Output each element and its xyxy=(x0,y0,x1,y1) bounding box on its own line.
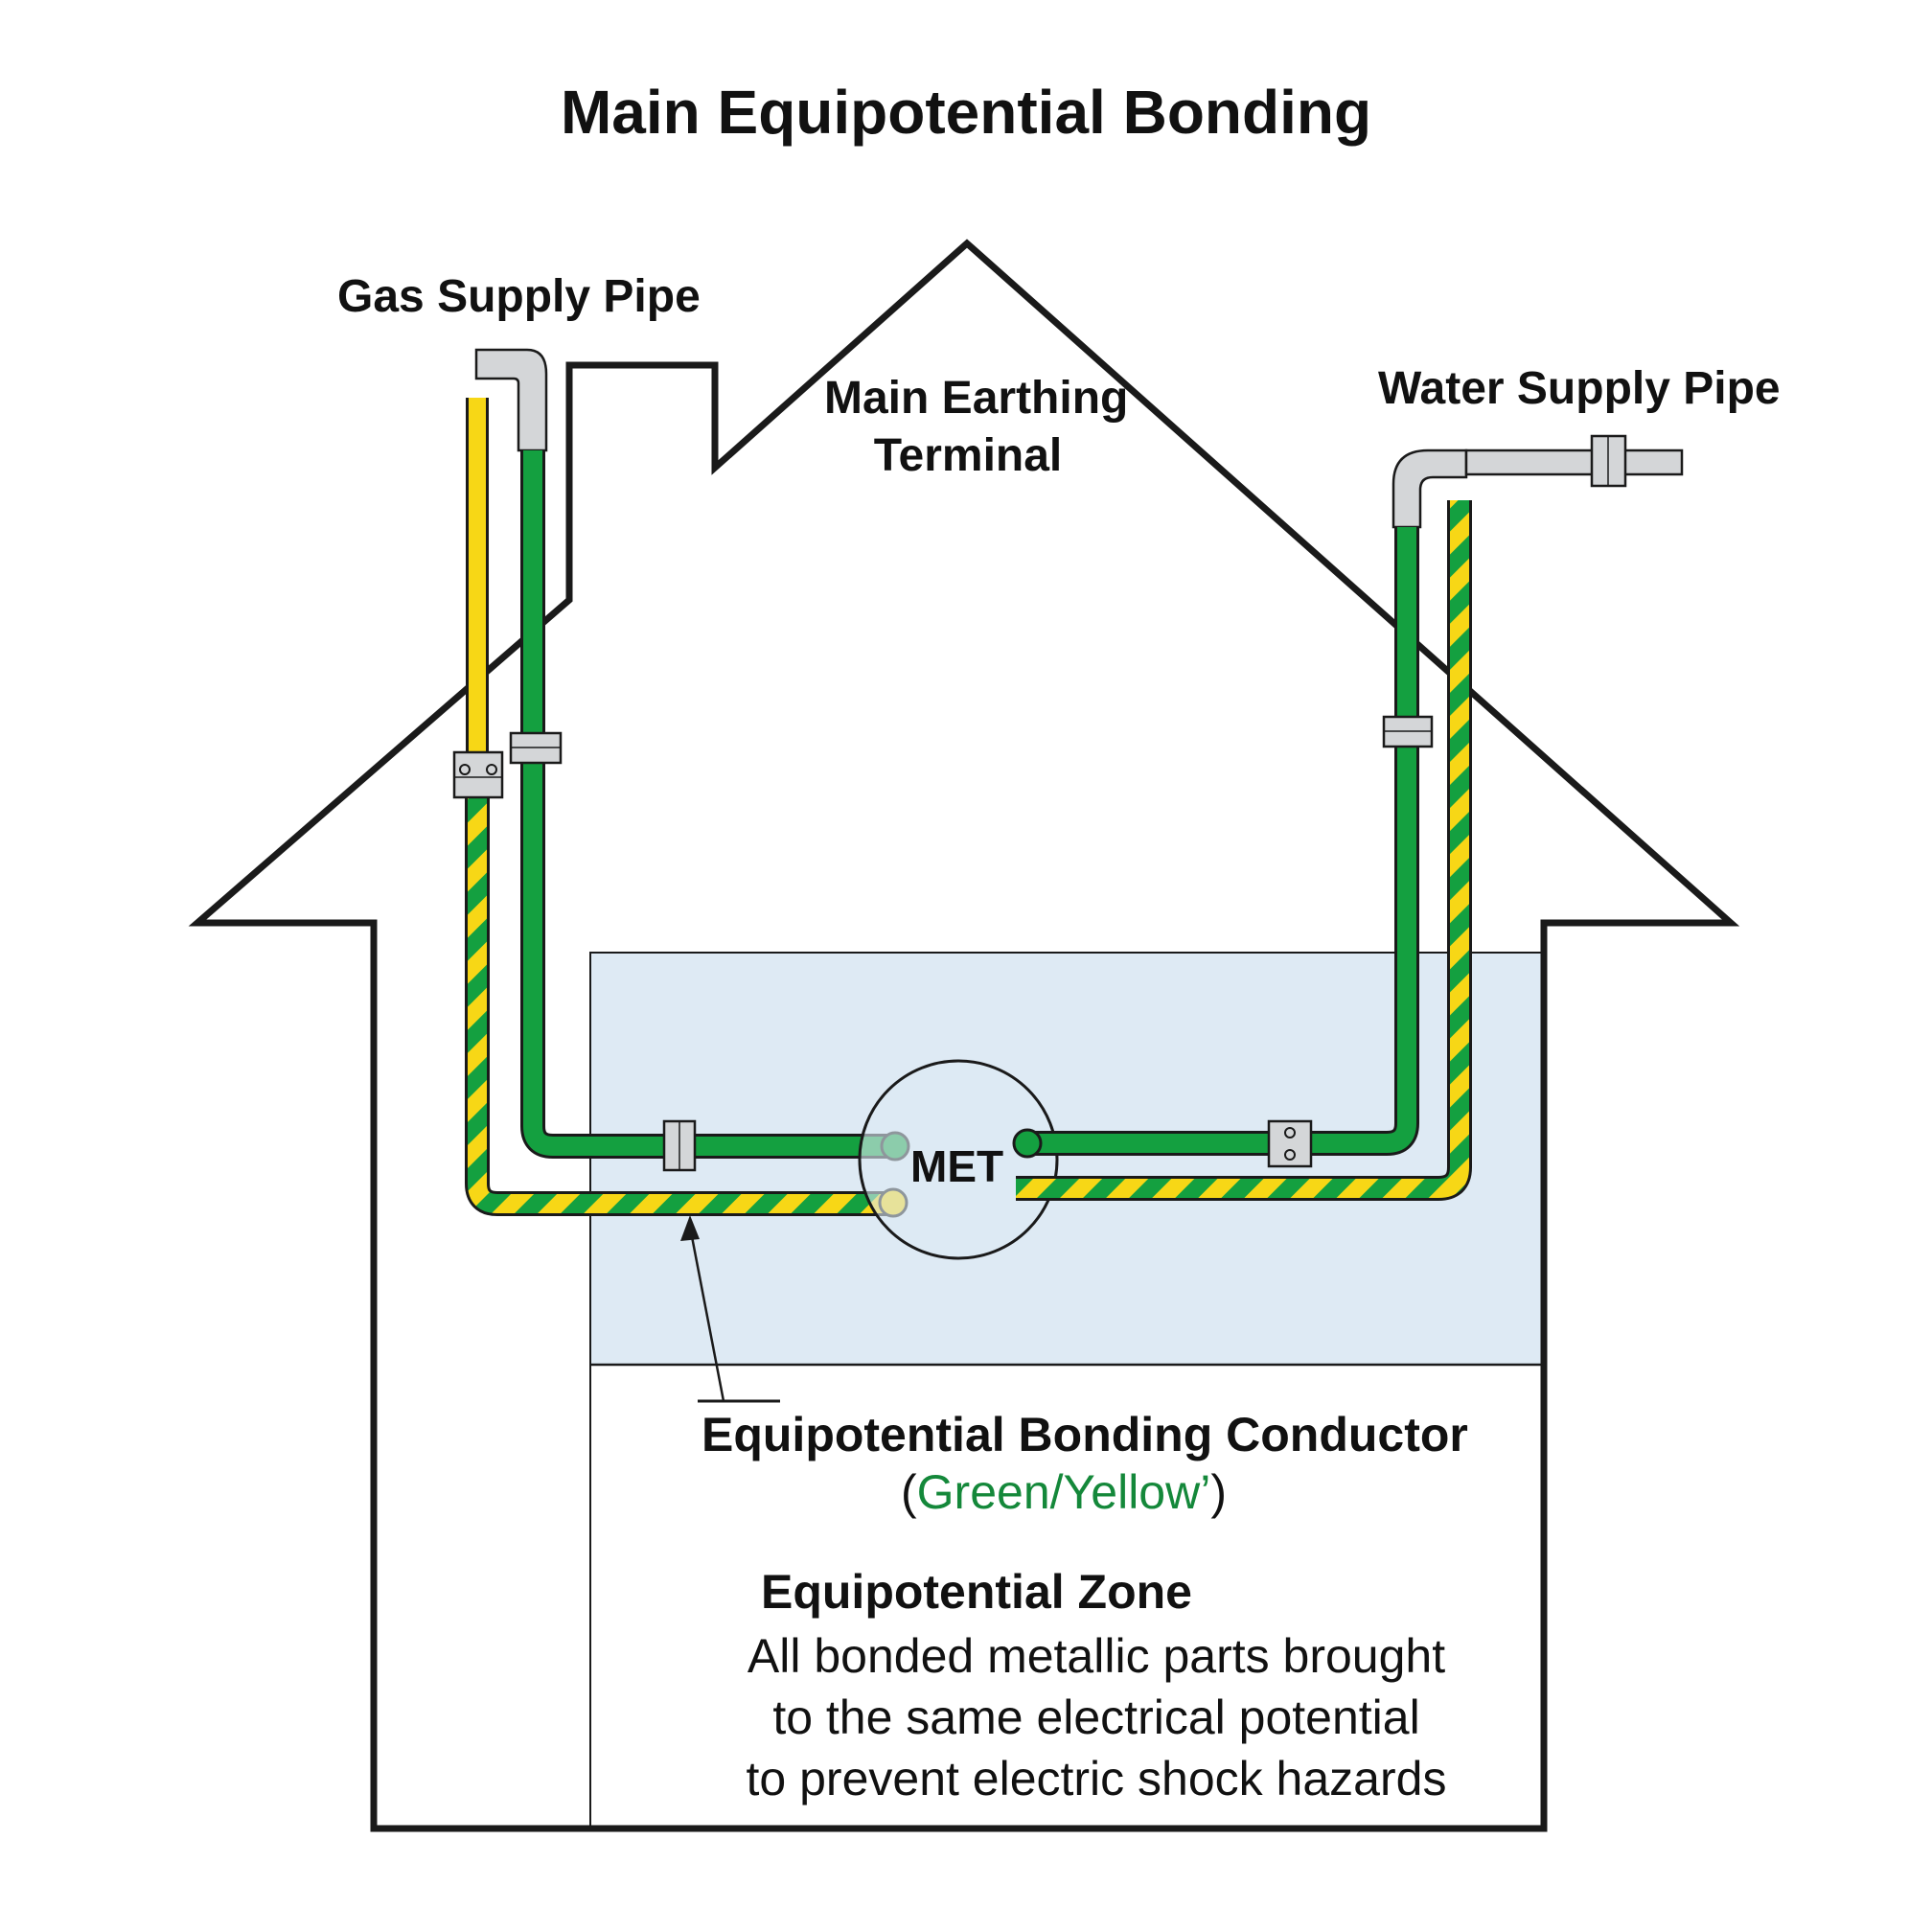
gas-supply-pipe xyxy=(474,348,548,452)
gas-clamp-green xyxy=(509,731,563,765)
met-terminal-green-right xyxy=(1012,1128,1043,1159)
zone-desc-line2: to the same electrical potential xyxy=(772,1690,1420,1744)
zone-desc-line1: All bonded metallic parts brought xyxy=(747,1629,1446,1683)
met-abbreviation: MET xyxy=(910,1141,1004,1191)
zone-description: All bonded metallic parts brought to the… xyxy=(713,1625,1480,1809)
water-horizontal-clamp xyxy=(1267,1119,1313,1168)
conductor-pointer-arrow xyxy=(680,1215,780,1403)
water-pipe-coupling xyxy=(1590,434,1627,488)
met-label-line1: Main Earthing xyxy=(824,373,1129,424)
gas-horizontal-clamp xyxy=(662,1119,697,1172)
conductor-color-note: (Green/Yellow’) xyxy=(901,1464,1227,1520)
water-clamp-green xyxy=(1382,715,1434,748)
paren-open: ( xyxy=(901,1465,917,1519)
zone-desc-line3: to prevent electric shock hazards xyxy=(746,1752,1447,1806)
met-label-line2: Terminal xyxy=(873,430,1063,481)
main-earthing-terminal-label: Main Earthing Terminal xyxy=(824,370,1129,485)
house-outline xyxy=(188,239,1740,1832)
water-supply-pipe-label: Water Supply Pipe xyxy=(1378,363,1781,414)
conductor-color-text: Green/Yellow’ xyxy=(916,1465,1211,1519)
paren-close: ) xyxy=(1210,1465,1227,1519)
met-circle xyxy=(858,1059,1059,1260)
diagram-title: Main Equipotential Bonding xyxy=(560,78,1372,147)
conductor-title: Equipotential Bonding Conductor xyxy=(702,1408,1468,1461)
water-pipe-horizontal xyxy=(1464,448,1684,476)
gas-supply-pipe-label: Gas Supply Pipe xyxy=(337,271,701,322)
gas-clamp-yellow xyxy=(452,750,504,799)
zone-title: Equipotential Zone xyxy=(761,1565,1192,1619)
